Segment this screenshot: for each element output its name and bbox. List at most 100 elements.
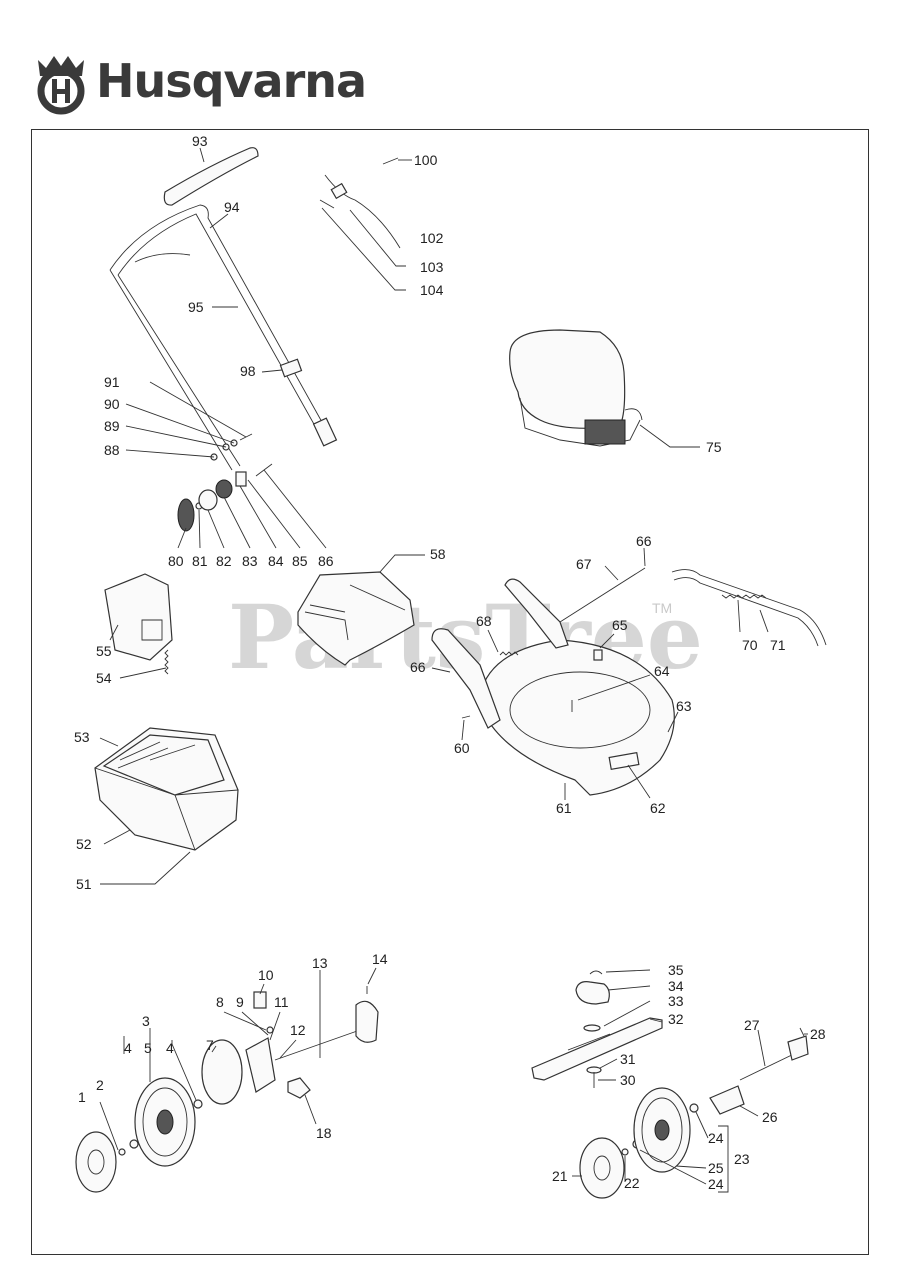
callout-33: 33 <box>668 993 684 1009</box>
callout-5: 5 <box>144 1040 152 1056</box>
upper-handle-94 <box>109 204 333 441</box>
watermark-trademark: TM <box>652 600 672 616</box>
spring-68 <box>499 651 519 656</box>
callout-7: 7 <box>206 1037 214 1053</box>
callout-31: 31 <box>620 1051 636 1067</box>
callout-24-bottom: 24 <box>708 1176 724 1192</box>
callout-30: 30 <box>620 1072 636 1088</box>
callout-1: 1 <box>78 1089 86 1105</box>
callout-14: 14 <box>372 951 388 967</box>
rear-cover-58 <box>297 571 415 666</box>
callout-52: 52 <box>76 836 92 852</box>
callout-9: 9 <box>236 994 244 1010</box>
callout-32: 32 <box>668 1011 684 1027</box>
callout-82: 82 <box>216 553 232 569</box>
group-bracket-23 <box>718 1125 729 1193</box>
rod-67 <box>559 567 646 623</box>
knob-80 <box>177 498 195 532</box>
callout-93: 93 <box>192 133 208 149</box>
callout-61: 61 <box>556 800 572 816</box>
engine-75 <box>509 329 643 447</box>
callout-25: 25 <box>708 1160 724 1176</box>
deck-assembly <box>297 567 827 796</box>
callout-4-left: 4 <box>124 1040 132 1056</box>
callout-63: 63 <box>676 698 692 714</box>
callout-70: 70 <box>742 637 758 653</box>
callout-71: 71 <box>770 637 786 653</box>
callout-60: 60 <box>454 740 470 756</box>
callout-75: 75 <box>706 439 722 455</box>
cam-82 <box>198 489 218 511</box>
plate-10 <box>253 991 267 1009</box>
callout-102: 102 <box>420 230 444 246</box>
callout-22: 22 <box>624 1175 640 1191</box>
nut-2 <box>118 1148 126 1156</box>
callout-28: 28 <box>810 1026 826 1042</box>
blade-front-wheel-assembly <box>531 970 809 1199</box>
callout-67: 67 <box>576 556 592 572</box>
callout-11: 11 <box>274 994 289 1010</box>
grass-bag-assembly <box>94 573 239 851</box>
callout-51: 51 <box>76 876 92 892</box>
screw-60 <box>461 715 471 719</box>
spring-54 <box>164 649 169 675</box>
axle-27 <box>739 1051 799 1081</box>
callout-labels: 93 94 95 98 100 102 103 104 91 90 89 88 … <box>74 133 826 1192</box>
callout-88: 88 <box>104 442 120 458</box>
callout-68: 68 <box>476 613 492 629</box>
callout-35: 35 <box>668 962 684 978</box>
callout-4-right: 4 <box>166 1040 174 1056</box>
callout-80: 80 <box>168 553 184 569</box>
callout-2: 2 <box>96 1077 104 1093</box>
callout-95: 95 <box>188 299 204 315</box>
callout-89: 89 <box>104 418 120 434</box>
callout-24-top: 24 <box>708 1130 724 1146</box>
bracket-11 <box>245 1037 276 1093</box>
callout-65: 65 <box>612 617 628 633</box>
callout-27: 27 <box>744 1017 760 1033</box>
callout-104: 104 <box>420 282 444 298</box>
side-plate-67 <box>504 578 569 649</box>
bracket-26 <box>709 1085 745 1115</box>
callout-84: 84 <box>268 553 284 569</box>
blade-32 <box>531 1017 663 1081</box>
cable-pin-100 <box>382 157 399 165</box>
callout-23: 23 <box>734 1151 750 1167</box>
axle-bracket <box>355 1000 379 1043</box>
bracket-84 <box>235 471 247 487</box>
callout-66-side: 66 <box>410 659 426 675</box>
bag-top-53 <box>102 734 225 796</box>
callout-100: 100 <box>414 152 438 168</box>
rear-wheel-assembly <box>75 986 379 1193</box>
height-lever-71 <box>671 569 827 646</box>
callout-8: 8 <box>216 994 224 1010</box>
brand-name: Husqvarna <box>96 54 367 108</box>
pulley-34 <box>575 981 610 1005</box>
leader-lines <box>99 147 808 1185</box>
knob-18 <box>287 1077 311 1099</box>
callout-83: 83 <box>242 553 258 569</box>
hubcap-21 <box>579 1137 625 1199</box>
handle-assembly <box>109 147 401 532</box>
handle-clip-98 <box>279 358 303 378</box>
callout-62: 62 <box>650 800 666 816</box>
diagram-frame <box>31 129 869 1255</box>
bag-flap-55 <box>104 573 173 661</box>
callout-98: 98 <box>240 363 256 379</box>
spring-70 <box>721 594 767 599</box>
callout-91: 91 <box>104 374 120 390</box>
callout-53: 53 <box>74 729 90 745</box>
key-35 <box>589 970 603 975</box>
washer-33 <box>583 1024 601 1032</box>
callout-26: 26 <box>762 1109 778 1125</box>
callout-10: 10 <box>258 967 274 983</box>
callout-94: 94 <box>224 199 240 215</box>
label-62 <box>608 751 640 771</box>
callout-12: 12 <box>290 1022 306 1038</box>
callout-81: 81 <box>192 553 208 569</box>
handle-grip-93 <box>163 147 259 206</box>
callout-21: 21 <box>552 1168 568 1184</box>
bushing-83 <box>215 479 233 499</box>
callout-66-top: 66 <box>636 533 652 549</box>
